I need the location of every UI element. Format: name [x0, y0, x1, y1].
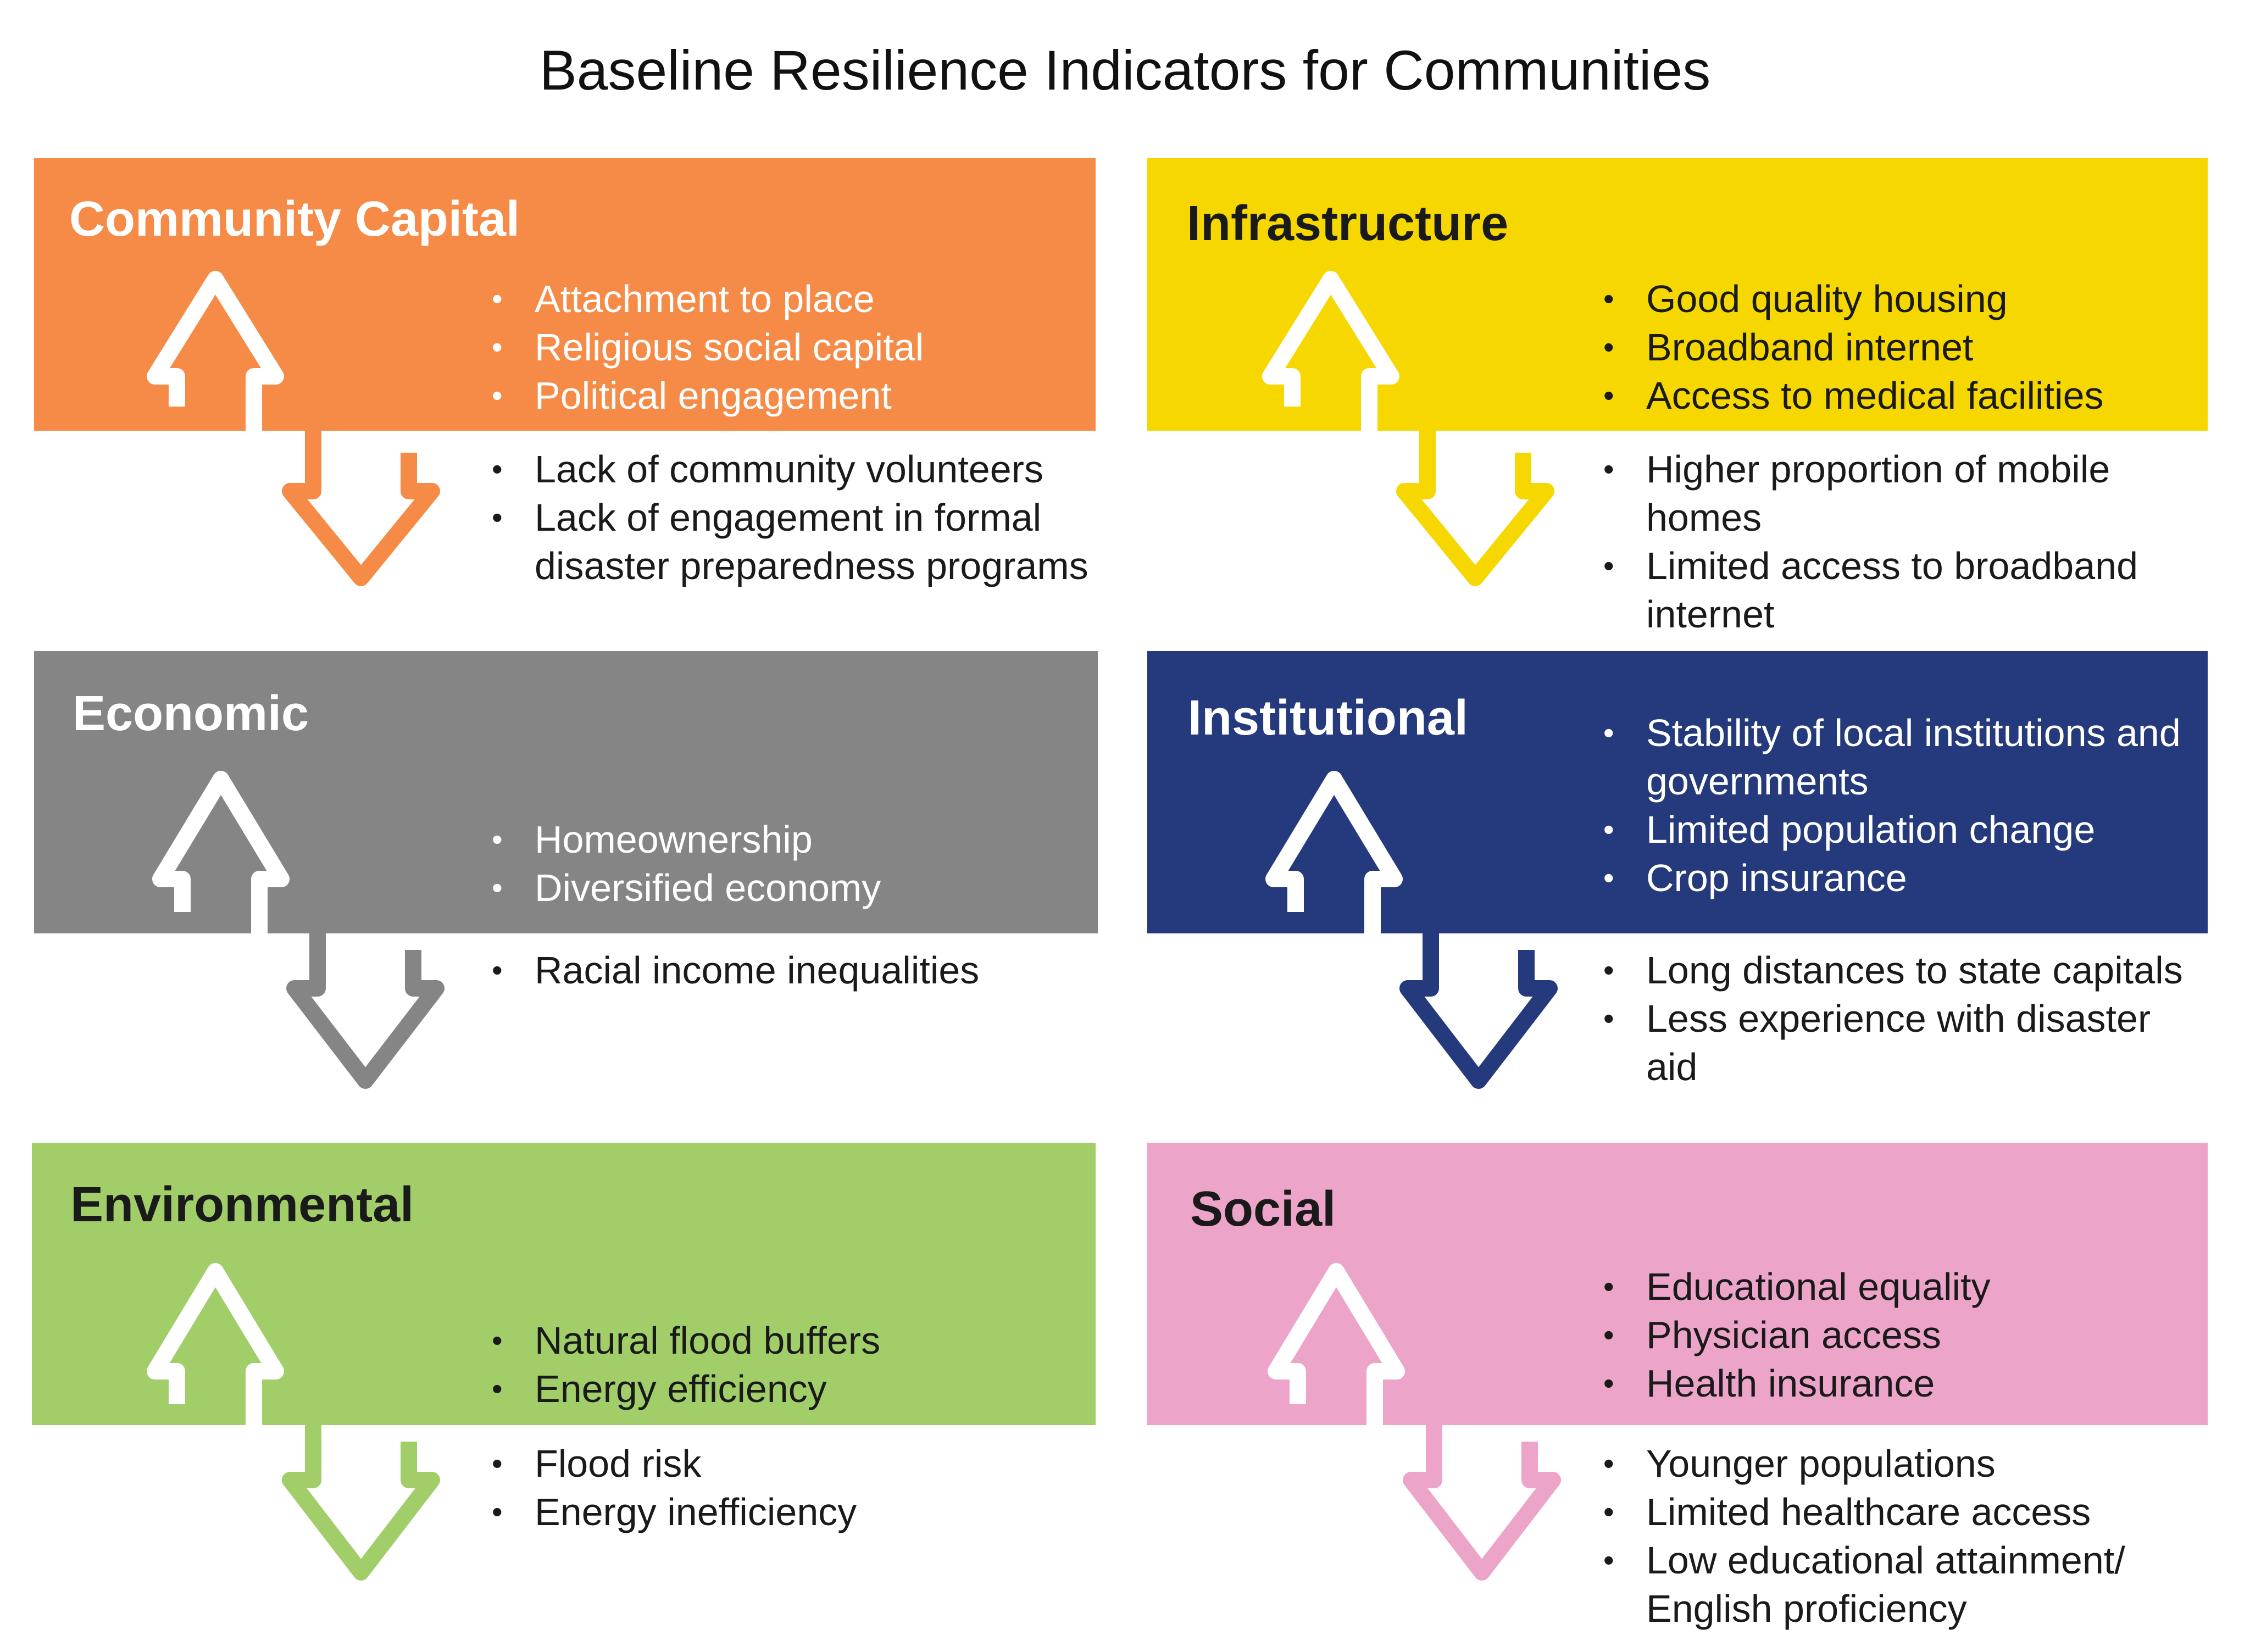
positive-indicator-item: Energy efficiency	[492, 1365, 1085, 1413]
heading-community-capital: Community Capital	[69, 192, 520, 247]
heading-social: Social	[1190, 1182, 1336, 1237]
positive-list-community-capital: Attachment to placeReligious social capi…	[492, 275, 1085, 420]
negative-list-community-capital: Lack of community volunteersLack of enga…	[492, 445, 1096, 590]
positive-indicator-item: Health insurance	[1603, 1359, 2197, 1408]
positive-list-infrastructure: Good quality housingBroadband internetAc…	[1603, 275, 2197, 420]
positive-indicator-item: Political engagement	[492, 371, 1085, 420]
negative-indicator-item: Younger populations	[1603, 1439, 2186, 1488]
positive-indicator-item: Natural flood buffers	[492, 1316, 1085, 1365]
positive-indicator-item: Broadband internet	[1603, 323, 2197, 371]
negative-indicator-item: Higher proportion of mobile homes	[1603, 445, 2224, 542]
heading-environmental: Environmental	[70, 1177, 414, 1232]
down-arrow-icon	[286, 933, 445, 1089]
positive-list-environmental: Natural flood buffersEnergy efficiency	[492, 1316, 1085, 1413]
negative-indicator-item: Less experience with disaster aid	[1603, 994, 2208, 1091]
negative-indicator-item: Racial income inequalities	[492, 946, 1085, 994]
negative-indicator-item: Limited healthcare access	[1603, 1488, 2186, 1536]
heading-institutional: Institutional	[1188, 691, 1468, 746]
up-arrow-icon	[1265, 771, 1403, 945]
up-arrow-icon	[152, 771, 290, 945]
negative-indicator-item: Low educational attainment/ English prof…	[1603, 1536, 2186, 1633]
positive-indicator-item: Physician access	[1603, 1311, 2197, 1359]
positive-indicator-item: Good quality housing	[1603, 275, 2197, 323]
down-arrow-icon	[1399, 933, 1558, 1089]
positive-indicator-item: Limited population change	[1603, 805, 2186, 854]
up-arrow-icon	[147, 1263, 284, 1437]
heading-economic: Economic	[73, 686, 309, 741]
positive-indicator-item: Stability of local institutions and gove…	[1603, 709, 2186, 805]
positive-indicator-item: Access to medical facilities	[1603, 371, 2197, 420]
up-arrow-icon	[147, 271, 284, 440]
positive-indicator-item: Crop insurance	[1603, 854, 2186, 902]
down-arrow-icon	[1396, 431, 1554, 586]
negative-indicator-item: Limited access to broadband internet	[1603, 542, 2224, 638]
negative-list-economic: Racial income inequalities	[492, 946, 1085, 994]
negative-list-infrastructure: Higher proportion of mobile homesLimited…	[1603, 445, 2224, 638]
negative-indicator-item: Flood risk	[492, 1439, 1085, 1488]
positive-list-economic: HomeownershipDiversified economy	[492, 815, 1085, 912]
positive-indicator-item: Homeownership	[492, 815, 1085, 864]
negative-list-environmental: Flood riskEnergy inefficiency	[492, 1439, 1085, 1536]
up-arrow-icon	[1268, 1263, 1405, 1437]
negative-indicator-item: Lack of community volunteers	[492, 445, 1096, 493]
down-arrow-icon	[282, 1425, 440, 1581]
figure-title: Baseline Resilience Indicators for Commu…	[539, 39, 1711, 102]
negative-list-institutional: Long distances to state capitalsLess exp…	[1603, 946, 2208, 1091]
up-arrow-icon	[1262, 271, 1399, 440]
negative-indicator-item: Energy inefficiency	[492, 1488, 1085, 1536]
down-arrow-icon	[1403, 1425, 1561, 1581]
positive-indicator-item: Religious social capital	[492, 323, 1085, 371]
positive-indicator-item: Diversified economy	[492, 864, 1085, 912]
positive-indicator-item: Educational equality	[1603, 1262, 2197, 1311]
positive-list-institutional: Stability of local institutions and gove…	[1603, 709, 2186, 902]
down-arrow-icon	[282, 431, 440, 586]
negative-indicator-item: Long distances to state capitals	[1603, 946, 2208, 994]
heading-infrastructure: Infrastructure	[1187, 196, 1509, 251]
negative-list-social: Younger populationsLimited healthcare ac…	[1603, 1439, 2186, 1633]
positive-indicator-item: Attachment to place	[492, 275, 1085, 323]
positive-list-social: Educational equalityPhysician accessHeal…	[1603, 1262, 2197, 1408]
negative-indicator-item: Lack of engagement in formal disaster pr…	[492, 493, 1096, 590]
